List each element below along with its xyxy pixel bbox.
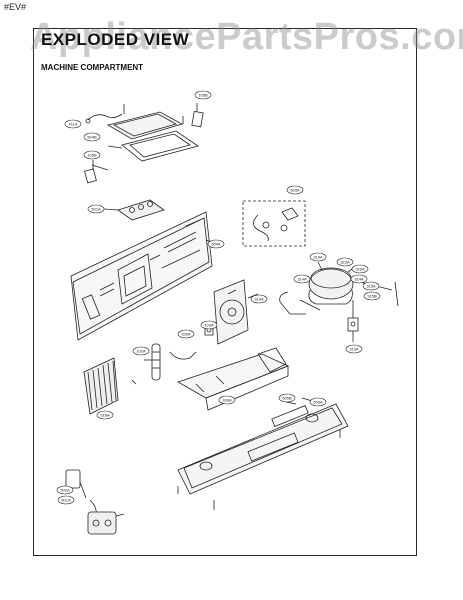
svg-text:318A: 318A — [100, 413, 110, 418]
callout-label: 313A — [345, 344, 363, 354]
svg-text:504B: 504B — [87, 135, 97, 140]
callout-label: 315B — [363, 291, 381, 301]
small-parts — [169, 324, 214, 360]
svg-text:323A: 323A — [340, 260, 350, 265]
svg-text:314A: 314A — [297, 277, 307, 282]
small-board — [103, 199, 165, 221]
callout-label: 505B — [278, 393, 296, 403]
svg-text:328A: 328A — [222, 398, 232, 403]
machine-housing — [177, 347, 290, 411]
svg-text:103A: 103A — [204, 323, 214, 328]
svg-text:319A: 319A — [254, 297, 264, 302]
top-cover-assembly — [84, 103, 204, 184]
callout-label: 326A — [177, 329, 195, 339]
callout-labels: 411A 504B 105B 105B 501A 504A 503A 314A … — [56, 90, 381, 505]
callout-label: 105B — [194, 90, 212, 100]
svg-text:102A: 102A — [136, 349, 146, 354]
svg-text:314A: 314A — [354, 277, 364, 282]
svg-text:505A: 505A — [313, 400, 323, 405]
svg-text:319A: 319A — [313, 255, 323, 260]
svg-text:326A: 326A — [181, 332, 191, 337]
svg-text:325A: 325A — [355, 267, 365, 272]
callout-label: 319A — [309, 252, 327, 262]
callout-label: 504A — [207, 239, 225, 249]
callout-label: 323A — [336, 257, 354, 267]
callout-label: 319A — [250, 294, 268, 304]
callout-label: 328A — [218, 395, 236, 405]
callout-label: 314A — [293, 274, 311, 284]
svg-text:501A: 501A — [61, 498, 71, 503]
svg-text:315A: 315A — [366, 284, 376, 289]
svg-text:105B: 105B — [87, 153, 97, 158]
callout-label: 102A — [132, 346, 150, 356]
svg-text:411A: 411A — [68, 122, 77, 127]
watermark: AppliancePartsPros.com — [30, 16, 463, 58]
svg-text:502A: 502A — [60, 488, 70, 493]
section-subtitle: MACHINE COMPARTMENT — [41, 63, 144, 72]
callout-label: 411A — [64, 119, 82, 129]
svg-text:504A: 504A — [211, 242, 221, 247]
water-valve — [65, 469, 125, 535]
svg-text:505B: 505B — [282, 396, 292, 401]
svg-text:313A: 313A — [349, 347, 359, 352]
svg-text:105B: 105B — [198, 93, 208, 98]
callout-label: 315A — [362, 281, 380, 291]
callout-label: 501A — [57, 495, 75, 505]
callout-label: 501A — [87, 204, 105, 214]
callout-label: 314A — [350, 274, 368, 284]
svg-text:501A: 501A — [91, 207, 101, 212]
callout-label: 105B — [83, 150, 101, 160]
base-plate — [177, 397, 349, 510]
fan-shroud — [213, 279, 259, 345]
wiring-harness-box — [242, 200, 306, 247]
diagram-frame — [33, 28, 417, 556]
callout-label: 318A — [96, 410, 114, 420]
compressor — [279, 261, 399, 342]
rear-panel — [70, 211, 217, 341]
callout-label: 505A — [309, 397, 327, 407]
callout-label: 504B — [83, 132, 101, 142]
drain-tube — [144, 343, 161, 381]
callout-label: 325A — [351, 264, 369, 274]
svg-text:315B: 315B — [367, 294, 377, 299]
callout-label: 502A — [56, 485, 74, 495]
svg-text:503A: 503A — [290, 188, 300, 193]
page-tag: #EV# — [4, 2, 27, 12]
condenser — [83, 357, 137, 415]
page-title: EXPLODED VIEW — [41, 30, 190, 49]
callout-label: 103A — [200, 320, 218, 330]
callout-label: 503A — [286, 185, 304, 195]
